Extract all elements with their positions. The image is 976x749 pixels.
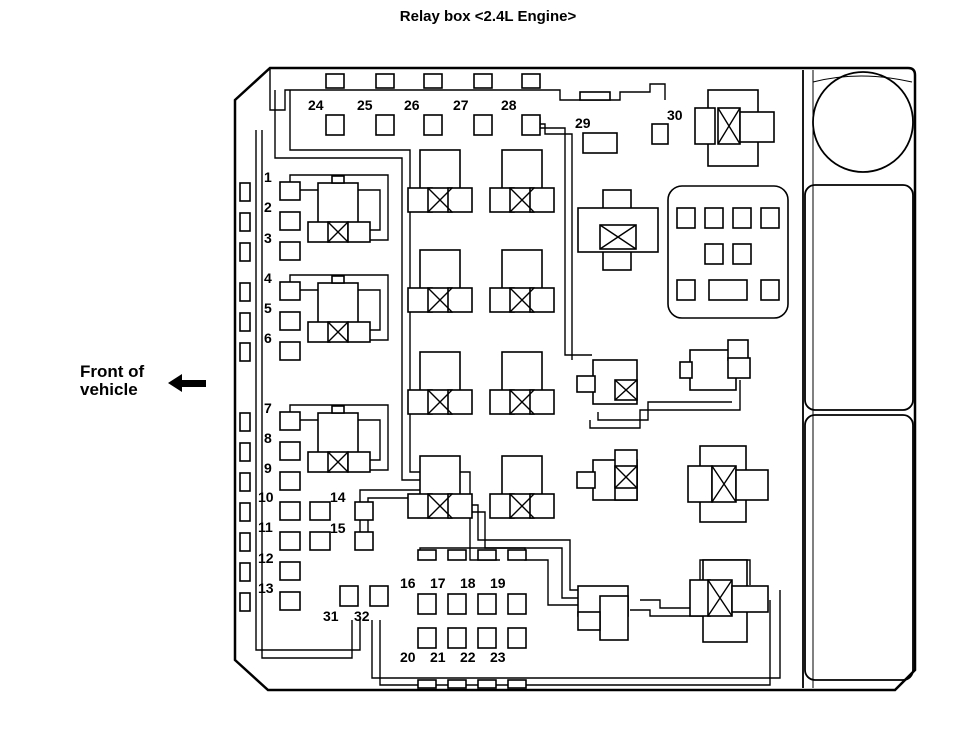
connector-label-21: 21 bbox=[430, 649, 446, 665]
left-relays bbox=[307, 175, 371, 473]
connector-label-10: 10 bbox=[258, 489, 274, 505]
front-of-vehicle-label: Front of vehicle bbox=[80, 363, 144, 399]
left-edge-tabs bbox=[239, 182, 251, 612]
connector-label-13: 13 bbox=[258, 580, 274, 596]
connector-label-16: 16 bbox=[400, 575, 416, 591]
connector-label-3: 3 bbox=[264, 230, 272, 246]
connector-label-6: 6 bbox=[264, 330, 272, 346]
connector-label-11: 11 bbox=[258, 519, 273, 535]
connector-label-2: 2 bbox=[264, 199, 272, 215]
connector-label-12: 12 bbox=[258, 550, 274, 566]
connector-label-32: 32 bbox=[354, 608, 370, 624]
connector-label-19: 19 bbox=[490, 575, 506, 591]
fuses-14-15 bbox=[309, 501, 374, 551]
connector-label-23: 23 bbox=[490, 649, 506, 665]
connector-label-25: 25 bbox=[357, 97, 373, 113]
connector-label-24: 24 bbox=[308, 97, 324, 113]
connector-label-31: 31 bbox=[323, 608, 339, 624]
front-label-line2: vehicle bbox=[80, 380, 138, 399]
top-fuse-row bbox=[325, 73, 669, 154]
connector-label-22: 22 bbox=[460, 649, 476, 665]
connector-label-20: 20 bbox=[400, 649, 416, 665]
relay-box-outline bbox=[233, 66, 917, 692]
connector-label-7: 7 bbox=[264, 400, 272, 416]
connector-label-18: 18 bbox=[460, 575, 476, 591]
connector-label-30: 30 bbox=[667, 107, 683, 123]
connector-label-27: 27 bbox=[453, 97, 469, 113]
connector-label-14: 14 bbox=[330, 489, 346, 505]
connector-label-4: 4 bbox=[264, 270, 272, 286]
connector-label-26: 26 bbox=[404, 97, 420, 113]
diagram-title: Relay box <2.4L Engine> bbox=[399, 8, 577, 25]
bottom-fuse-block bbox=[339, 549, 527, 689]
connector-label-28: 28 bbox=[501, 97, 517, 113]
arrow-left-icon bbox=[168, 374, 206, 392]
connector-label-15: 15 bbox=[330, 520, 346, 536]
connector-labels: 1 2 3 4 5 6 7 8 9 10 11 12 13 14 15 16 1… bbox=[258, 97, 683, 665]
center-relays bbox=[407, 149, 555, 519]
front-label-line1: Front of bbox=[80, 362, 145, 381]
connector-label-29: 29 bbox=[575, 115, 591, 131]
connector-label-1: 1 bbox=[264, 169, 272, 185]
connector-label-8: 8 bbox=[264, 430, 272, 446]
connector-label-17: 17 bbox=[430, 575, 446, 591]
connector-label-9: 9 bbox=[264, 460, 272, 476]
connector-label-5: 5 bbox=[264, 300, 272, 316]
right-relays bbox=[576, 89, 780, 643]
